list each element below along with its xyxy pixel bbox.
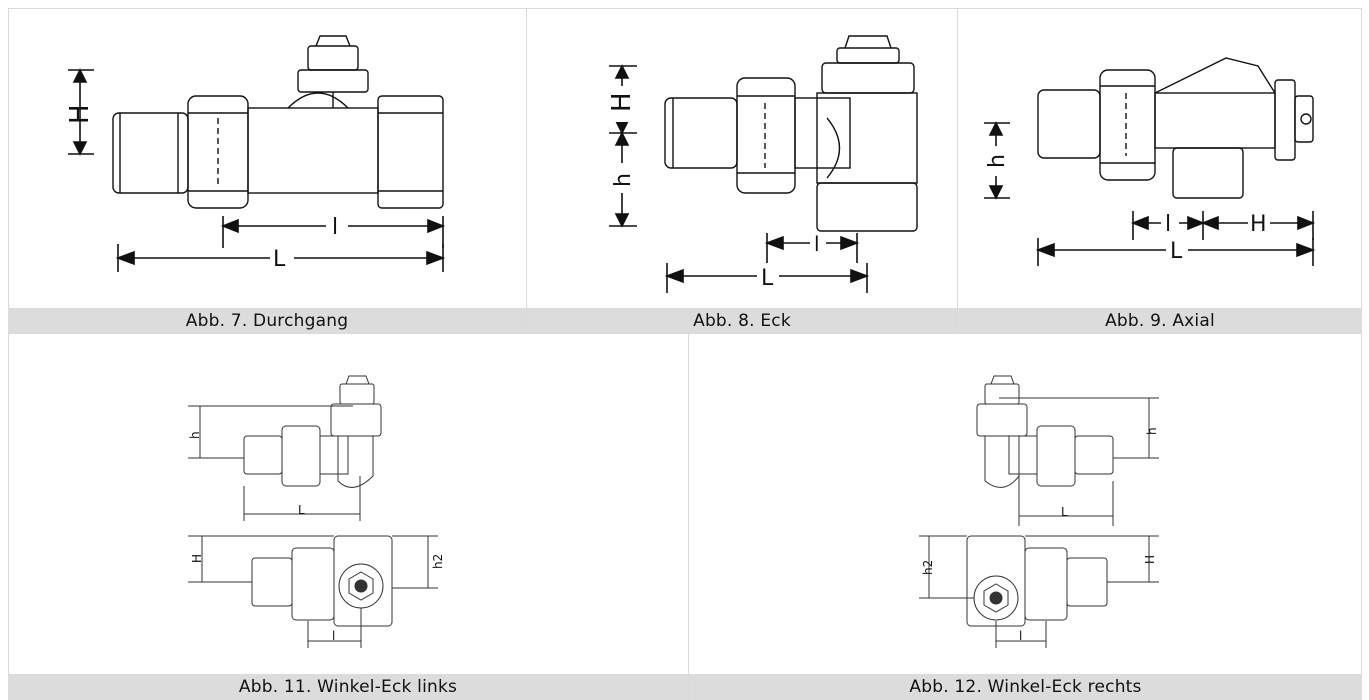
divider bbox=[526, 8, 527, 334]
figure-caption: Abb. 12. Winkel-Eck rechts bbox=[689, 674, 1362, 700]
valve-drawing-winkel-eck-rechts: h L h2 H l bbox=[919, 375, 1159, 648]
dim-label-l: l bbox=[1019, 629, 1022, 643]
valve-drawing-durchgang: H l L bbox=[65, 35, 446, 272]
dim-label-H: H bbox=[1143, 555, 1157, 564]
dim-label-l: l bbox=[1165, 212, 1171, 237]
dim-label-L: L bbox=[298, 503, 305, 517]
figure-caption: Abb. 8. Eck bbox=[527, 308, 957, 334]
dim-label-H: H bbox=[190, 554, 204, 563]
dim-label-H: H bbox=[65, 104, 95, 124]
dim-label-h2: h2 bbox=[921, 560, 935, 575]
figure-caption: Abb. 11. Winkel-Eck links bbox=[8, 674, 688, 700]
dim-label-l: l bbox=[332, 629, 335, 643]
dim-label-L: L bbox=[1170, 239, 1183, 264]
dim-label-h: h bbox=[188, 431, 202, 439]
dim-label-h: h bbox=[611, 173, 636, 187]
valve-drawing-axial: h l H L bbox=[984, 57, 1316, 266]
dim-label-l: l bbox=[814, 232, 820, 256]
figure-caption: Abb. 9. Axial bbox=[958, 308, 1362, 334]
dim-label-L: L bbox=[273, 247, 286, 272]
divider bbox=[688, 334, 689, 700]
dim-label-H: H bbox=[607, 92, 637, 112]
valve-drawing-eck: H h l L bbox=[607, 35, 918, 293]
valve-drawing-winkel-eck-links: h L H h2 l bbox=[188, 375, 445, 648]
dim-label-L: L bbox=[1061, 505, 1068, 519]
dim-label-H: H bbox=[1250, 212, 1267, 237]
dim-label-h: h bbox=[985, 154, 1010, 168]
dim-label-l: l bbox=[332, 215, 338, 240]
dim-label-h2: h2 bbox=[431, 554, 445, 569]
dim-label-h: h bbox=[1145, 427, 1159, 435]
dim-label-L: L bbox=[761, 266, 774, 291]
divider bbox=[957, 8, 958, 334]
figure-caption: Abb. 7. Durchgang bbox=[8, 308, 526, 334]
